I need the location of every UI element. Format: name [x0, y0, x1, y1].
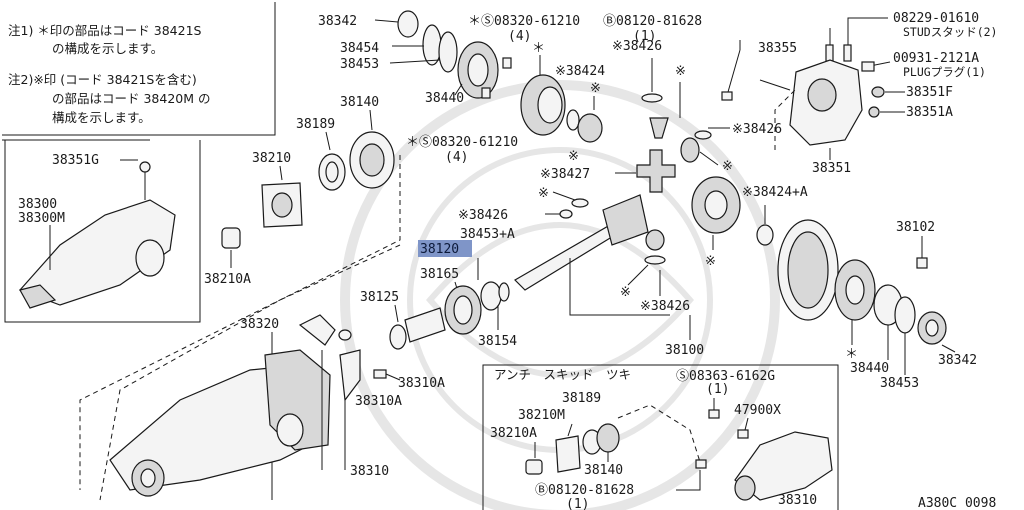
pinion-mate-group: ※ ※38426: [620, 229, 690, 314]
mid-bolt-group: ＊Ⓢ08320-61210 (4): [79, 135, 518, 490]
star-x-7: ※: [620, 285, 631, 300]
star-x-1: ※: [590, 81, 601, 96]
rear-cover-group: 08229-01610 STUDスタッド(2) 00931-2121A PLUG…: [758, 11, 997, 176]
label-00931-sub: PLUGプラグ(1): [903, 65, 986, 79]
top-center-group: Ⓑ08120-81628 (1) ※38426 ※: [603, 14, 741, 139]
inset-label-b08120-qty: (1): [566, 497, 589, 510]
label-38310A-2: 38310A: [355, 394, 402, 409]
label-38453-top: 38453: [340, 57, 379, 72]
star-x-5: ※: [538, 186, 549, 201]
diff-case-top: ※38424 ※ ※: [520, 64, 605, 164]
label-38310A-1: 38310A: [398, 376, 445, 391]
label-38440-top: 38440: [425, 91, 464, 106]
label-38355: 38355: [758, 41, 797, 56]
label-08229-sub: STUDスタッド(2): [903, 25, 997, 39]
label-b08120-top-qty: (1): [633, 29, 656, 44]
label-38351A: 38351A: [906, 105, 953, 120]
diagram-code: A380C 0098: [918, 496, 996, 510]
label-38102: 38102: [896, 220, 935, 235]
pinion-shaft-group: ※38427 ※: [538, 149, 676, 208]
star-x-2: ※: [568, 149, 579, 164]
inset-label-38189: 38189: [562, 391, 601, 406]
mini-assembly-box: 38351G 38300 38300M: [2, 139, 201, 323]
label-38342-top: 38342: [318, 14, 357, 29]
label-38426-d: ※38426: [640, 299, 690, 314]
label-38424-top: ※38424: [555, 64, 605, 79]
label-38351: 38351: [812, 161, 851, 176]
note1-line1: 注1) ＊印の部品はコード 38421S: [8, 23, 202, 38]
label-38300M: 38300M: [18, 211, 65, 226]
label-s08320-mid-qty: (4): [445, 150, 468, 165]
star-x-4: ※: [722, 159, 733, 174]
label-38310: 38310: [350, 464, 389, 479]
label-b08120-top: Ⓑ08120-81628: [603, 14, 702, 29]
inset-label-b08120: Ⓑ08120-81628: [535, 483, 634, 498]
star-mark-1: ＊: [532, 41, 545, 56]
label-38210A: 38210A: [204, 272, 251, 287]
star-mark-2: ＊: [845, 347, 858, 362]
inset-label-38210M: 38210M: [518, 408, 565, 423]
label-38165: 38165: [420, 267, 459, 282]
star-x-3: ※: [675, 64, 686, 79]
inset-label-38210A: 38210A: [490, 426, 537, 441]
label-38189: 38189: [296, 117, 335, 132]
label-38453A: 38453+A: [460, 227, 515, 242]
drive-pinion-group: ※38426 38120 38453+A 38165 38125 38154 3…: [360, 194, 704, 358]
ring-gear-group: 38102 ＊ 38440 38342 38453: [777, 219, 977, 391]
note2-line3: 構成を示します。: [52, 110, 151, 125]
highlight-38120: [418, 240, 472, 257]
inset-label-47900X: 47900X: [734, 403, 781, 418]
inset-label-s08363: Ⓢ08363-6162G: [676, 369, 775, 384]
label-38427: ※38427: [540, 167, 590, 182]
label-38426-b: ※38426: [732, 122, 782, 137]
inset-title: アンチ スキッド ツキ: [494, 367, 631, 382]
label-38120: 38120: [420, 242, 459, 257]
top-bearing-group: 38342 38454 38453 38440 ＊Ⓢ08320-61210 (4…: [318, 10, 580, 106]
label-38210: 38210: [252, 151, 291, 166]
label-38320: 38320: [240, 317, 279, 332]
star-x-6: ※: [705, 254, 716, 269]
pinion-bearing-group: 38140 38189 38210 38210A: [204, 95, 395, 287]
label-s08320-top: ＊Ⓢ08320-61210: [468, 14, 580, 29]
label-38426-a: ※38426: [612, 39, 662, 54]
label-38125: 38125: [360, 290, 399, 305]
label-38100: 38100: [665, 343, 704, 358]
inset-label-s08363-qty: (1): [706, 382, 729, 397]
notes-box: 注1) ＊印の部品はコード 38421S の構成を示します。 注2)※印 (コー…: [2, 2, 276, 136]
anti-skid-inset: アンチ スキッド ツキ Ⓢ08363-6162G (1) 38189 38210…: [482, 364, 839, 510]
side-gear-group: ※38426 ※: [680, 122, 782, 174]
inset-label-38140: 38140: [584, 463, 623, 478]
main-housing: 38320 38310A 38310A 38310: [99, 244, 445, 501]
note2-line2: の部品はコード 38420M の: [52, 91, 211, 106]
label-38351F: 38351F: [906, 85, 953, 100]
label-s08320-mid: ＊Ⓢ08320-61210: [406, 135, 518, 150]
label-38426-c: ※38426: [458, 208, 508, 223]
label-08229: 08229-01610: [893, 11, 979, 26]
note2-line1: 注2)※印 (コード 38421Sを含む): [8, 72, 197, 87]
label-38140: 38140: [340, 95, 379, 110]
label-38154: 38154: [478, 334, 517, 349]
label-38300: 38300: [18, 197, 57, 212]
label-s08320-top-qty: (4): [508, 29, 531, 44]
label-38440-bot: 38440: [850, 361, 889, 376]
inset-label-38310: 38310: [778, 493, 817, 508]
label-38453-bot: 38453: [880, 376, 919, 391]
label-38424A: ※38424+A: [742, 185, 808, 200]
note1-line2: の構成を示します。: [52, 41, 163, 56]
label-00931: 00931-2121A: [893, 51, 979, 66]
side-gear-large: ※38424+A ※: [691, 176, 808, 269]
label-38351G: 38351G: [52, 153, 99, 168]
label-38454: 38454: [340, 41, 379, 56]
label-38342-bot: 38342: [938, 353, 977, 368]
